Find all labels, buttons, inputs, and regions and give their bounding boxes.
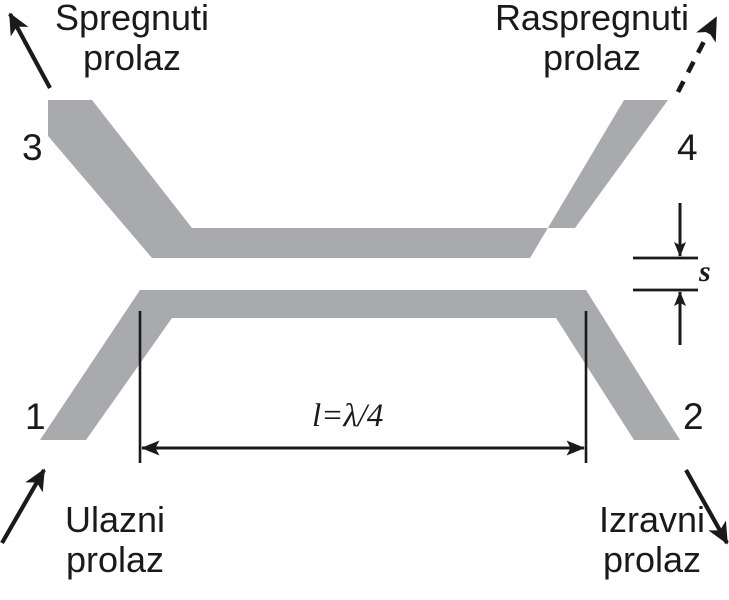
- input-port-label-line1: Ulazni: [64, 499, 166, 540]
- coupled-port-label: Spregnuti prolaz: [42, 0, 222, 79]
- input-port-arrow: [0, 468, 46, 545]
- isolated-port-label-line2: prolaz: [542, 37, 642, 79]
- through-port-label: Izravni prolaz: [572, 499, 729, 581]
- input-port-label-line2: prolaz: [65, 539, 165, 581]
- port-number-3: 3: [22, 127, 43, 168]
- port-number-1: 1: [25, 396, 46, 437]
- length-dimension: [138, 311, 588, 463]
- coupled-port-label-line2: prolaz: [82, 37, 182, 79]
- gap-dimension: [633, 203, 698, 345]
- isolated-port-arrow: [675, 16, 719, 94]
- port-number-2: 2: [683, 396, 704, 437]
- gap-dimension-label: s: [699, 255, 711, 288]
- input-port-label: Ulazni prolaz: [30, 499, 200, 581]
- isolated-port-label: Raspregnuti prolaz: [492, 0, 692, 79]
- through-port-label-line2: prolaz: [602, 539, 702, 581]
- coupled-port-label-line1: Spregnuti: [54, 0, 210, 38]
- coupled-port-arrow: [8, 12, 52, 89]
- port-number-4: 4: [677, 127, 698, 168]
- through-port-arrow: [684, 468, 729, 545]
- upper-conductor-trace: [48, 100, 668, 258]
- isolated-port-label-line1: Raspregnuti: [494, 0, 690, 38]
- through-port-label-line1: Izravni: [598, 499, 706, 540]
- length-dimension-label: l=λ/4: [312, 398, 384, 434]
